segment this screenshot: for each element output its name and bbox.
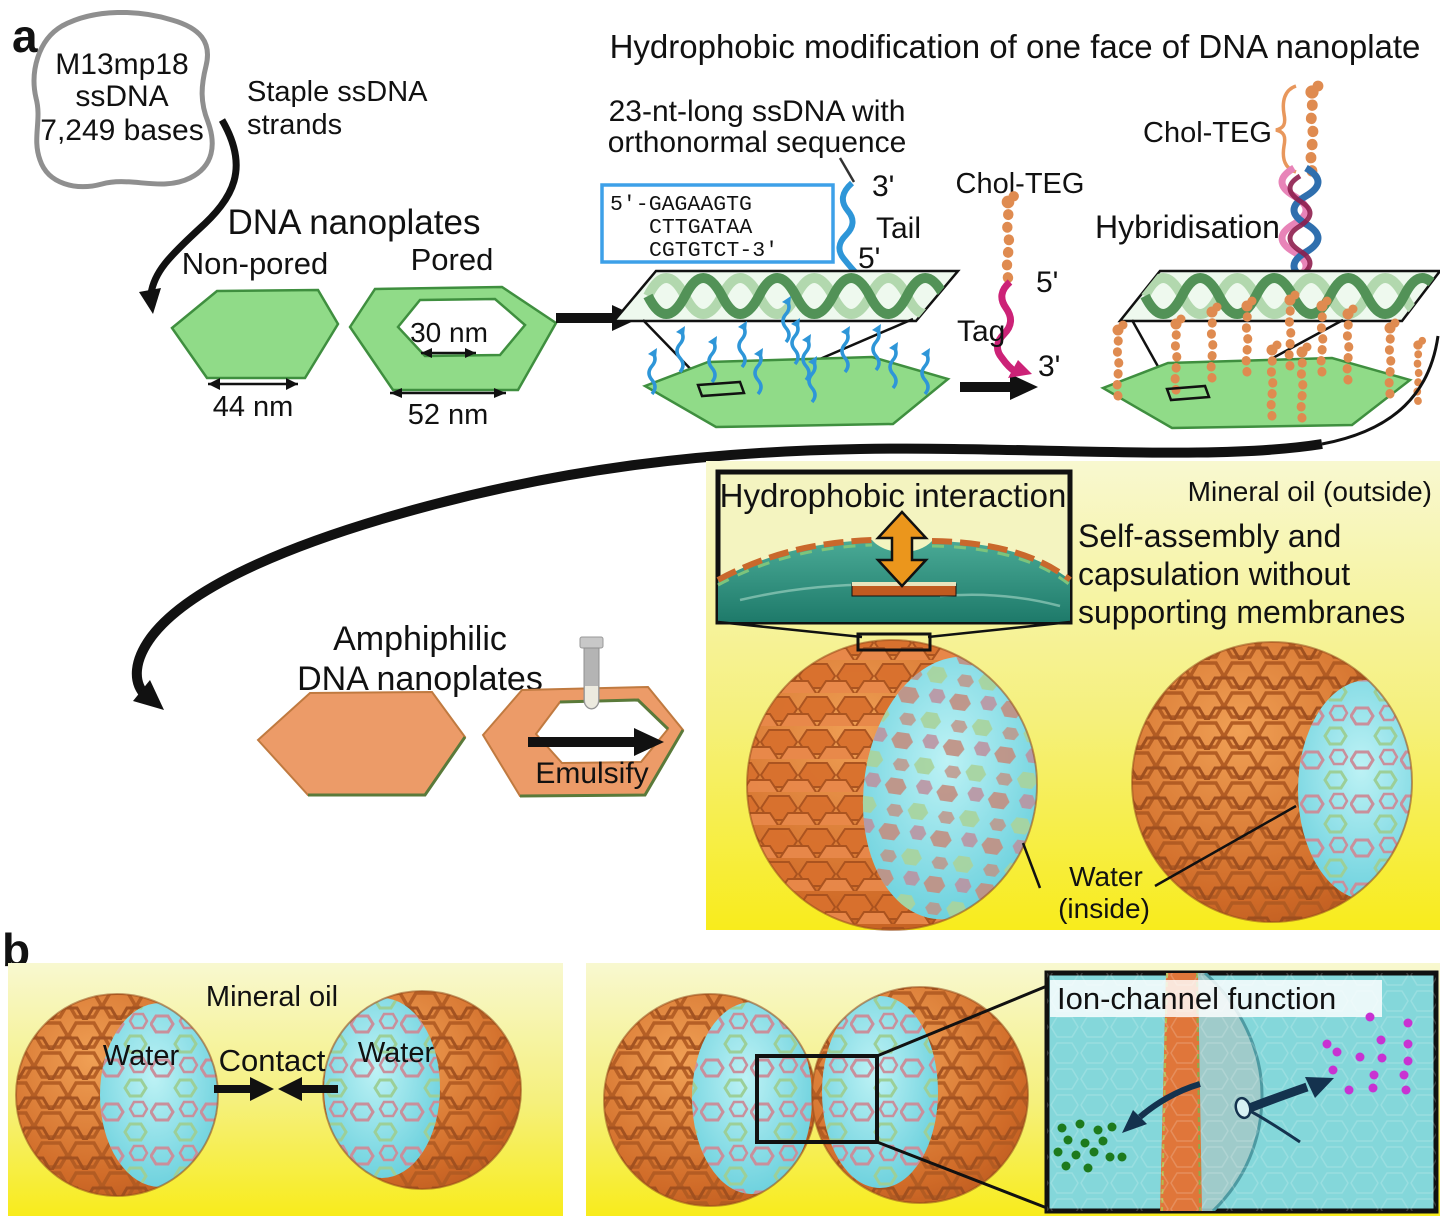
droplet-b2 [322, 990, 522, 1190]
contact-arrows [214, 1077, 338, 1101]
plate-closeup-1 [611, 269, 961, 323]
plate-closeup-2 [1117, 269, 1440, 323]
pored-label: Pored [411, 242, 494, 277]
m13-scaffold-blob: M13mp18 ssDNA 7,249 bases [31, 9, 215, 189]
hydrophobic-arrow [875, 510, 929, 588]
pore-icon [1234, 1096, 1252, 1120]
dim-30nm [421, 348, 476, 358]
chol-teg-mid-label: Chol-TEG [956, 168, 1085, 200]
scaffold-name: M13mp18 [55, 48, 188, 81]
sequence-line-3: CGTGTCT-3' [649, 239, 778, 263]
tag-3prime: 3' [1038, 350, 1060, 383]
scaffold-type: ssDNA [75, 80, 168, 113]
hydrophobic-inset: Hydrophobic interaction [715, 469, 1073, 625]
water-left-label: Water [103, 1040, 180, 1072]
ion-channel-label: Ion-channel function [1057, 981, 1336, 1016]
tail-3prime: 3' [872, 170, 894, 203]
cholesterol-plate [1100, 291, 1426, 430]
hybridisation-label: Hybridisation [1095, 209, 1280, 245]
droplet-left [746, 639, 1038, 931]
chol-teg-top-label: Chol-TEG [1143, 117, 1272, 149]
water-right-label: Water [358, 1037, 435, 1069]
sequence-line-1: 5'-GAGAAGTG [610, 193, 752, 217]
dim-52nm [390, 388, 506, 398]
zoom-line [717, 620, 863, 639]
panel-a-label: a [12, 10, 38, 62]
test-tube-icon [579, 636, 604, 710]
ion-channel-inset: Ion-channel function [1044, 970, 1439, 1214]
scaffold-bases: 7,249 bases [40, 114, 203, 147]
droplet-b3 [603, 993, 817, 1207]
sequence-line-2: CTTGATAA [649, 216, 752, 240]
ion-flow-arrows [1122, 1077, 1334, 1144]
zoom-source-rect [856, 632, 932, 652]
mineral-oil-b-label: Mineral oil [206, 981, 338, 1013]
staple-label-line1: Staple ssDNA [247, 76, 428, 108]
dim-44nm [208, 378, 298, 390]
zoom-line [876, 1140, 1048, 1210]
mineral-oil-outside-label: Mineral oil (outside) [1188, 476, 1432, 507]
zoom-line [927, 620, 1071, 639]
amphiphilic-pored-plate [481, 685, 685, 798]
sequence-box: 5'-GAGAAGTG CTTGATAA CGTGTCT-3' [600, 183, 835, 264]
droplet-b4 [811, 986, 1029, 1204]
chol-tag-strand: Chol-TEG 5' Tag 3' [956, 168, 1085, 383]
zoom-line [876, 984, 1048, 1058]
contact-label: Contact [219, 1043, 326, 1078]
zoom-source-rect [696, 380, 746, 398]
nanoplates-title: DNA nanoplates [228, 203, 481, 242]
selfassembly-line3: supporting membranes [1078, 594, 1405, 630]
water-inside-callout: Water (inside) [1021, 804, 1297, 924]
dim-52nm-label: 52 nm [408, 399, 489, 431]
tag-5prime: 5' [1036, 266, 1058, 299]
amphiphilic-line1: Amphiphilic [333, 620, 507, 658]
dim-44nm-label: 44 nm [213, 391, 294, 423]
zoom-source-rect [1165, 384, 1211, 402]
fold-arrow [139, 118, 240, 314]
modification-title: Hydrophobic modification of one face of … [610, 28, 1421, 65]
selfassembly-line2: capsulation without [1078, 556, 1350, 592]
water-inside-line1: Water [1069, 861, 1143, 892]
tailed-plate [642, 294, 951, 429]
hydrophobic-label: Hydrophobic interaction [720, 477, 1067, 514]
tail-5prime: 5' [858, 242, 880, 275]
tag-label: Tag [957, 315, 1005, 348]
zoom-source-rect-b [755, 1054, 879, 1144]
emulsify-label: Emulsify [535, 757, 648, 790]
hybridised-duplex: Chol-TEG Hybridisation [1095, 81, 1323, 284]
brace [1275, 84, 1297, 174]
swoosh-arrow [131, 335, 1440, 710]
staple-label-line2: strands [247, 109, 342, 141]
droplet-b1 [15, 993, 219, 1197]
ssdna-caption-1: 23-nt-long ssDNA with [609, 95, 906, 128]
tail-label: Tail [876, 212, 921, 245]
dim-30nm-label: 30 nm [410, 317, 488, 348]
water-inside-line2: (inside) [1058, 893, 1150, 924]
nonpored-label: Non-pored [182, 246, 328, 281]
magenta-ions [1322, 1012, 1413, 1095]
green-ions [1053, 1119, 1127, 1173]
amphiphilic-nonpored-plate [256, 690, 467, 797]
ssdna-caption-2: orthonormal sequence [608, 126, 907, 159]
selfassembly-line1: Self-assembly and [1078, 518, 1341, 554]
nonpored-plate [170, 288, 340, 380]
arrow-to-hybridisation [960, 374, 1038, 400]
tail-strand: 3' Tail 5' [836, 157, 921, 278]
emulsify-arrow [528, 728, 664, 756]
